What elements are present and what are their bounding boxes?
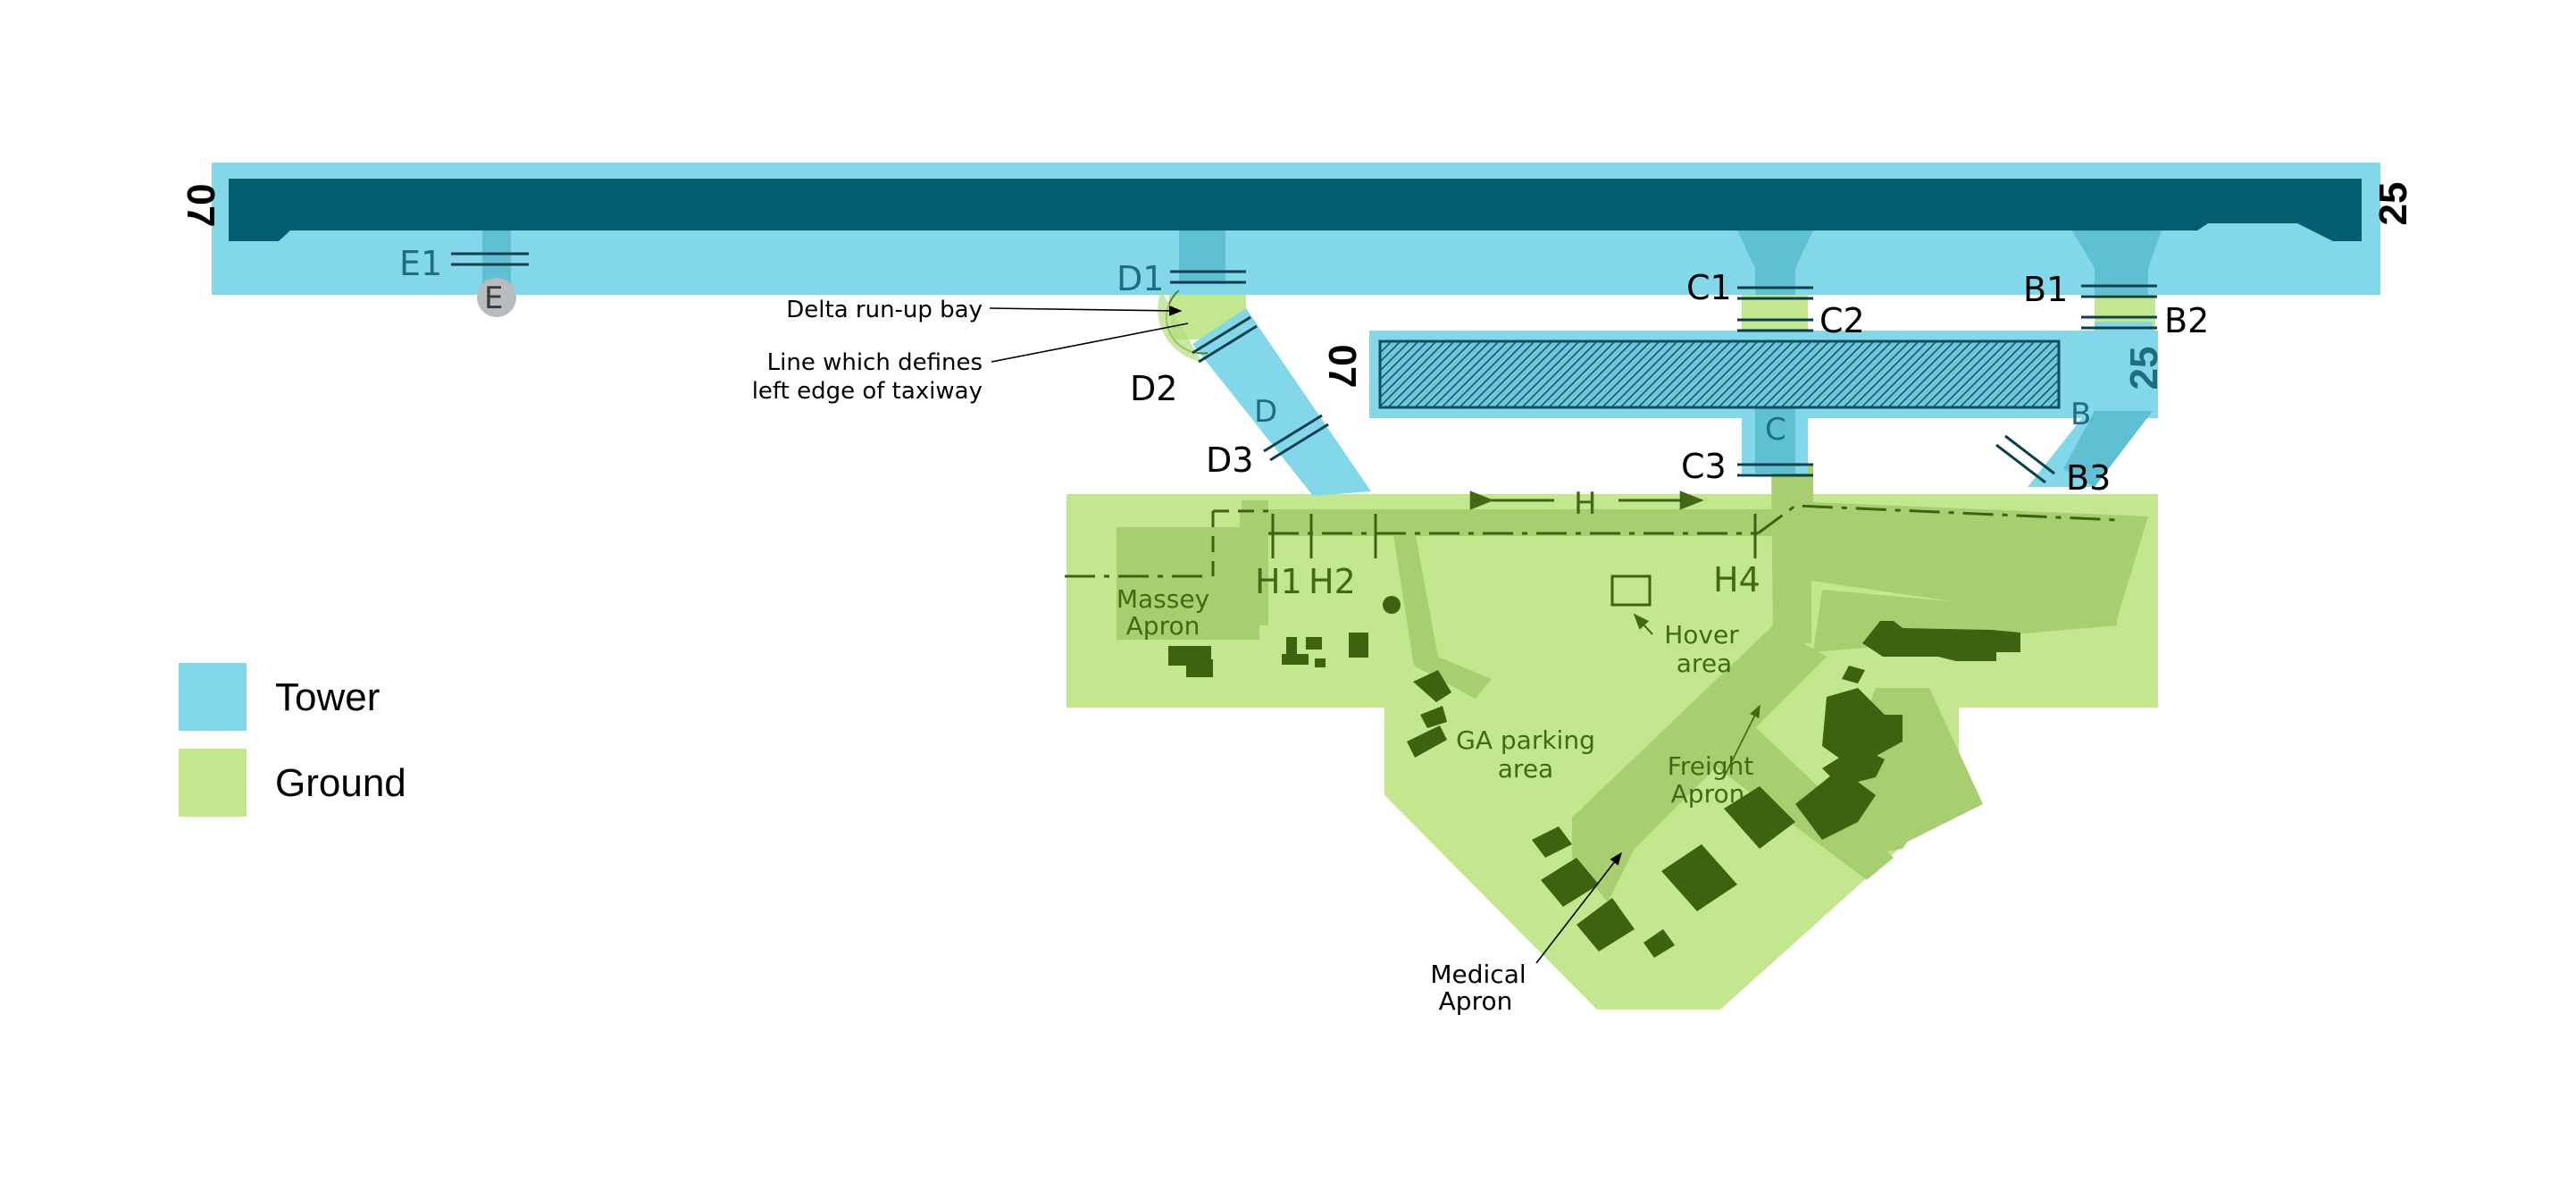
- taxiway-h-label: H: [1574, 486, 1597, 522]
- taxiway-c-label: C: [1765, 412, 1786, 448]
- freight-apron-label-2: Apron: [1671, 779, 1745, 809]
- ga-parking-label-1: GA parking: [1456, 725, 1595, 755]
- secondary-runway-25-label: 25: [2122, 347, 2166, 390]
- hp-d3-label: D3: [1206, 440, 1253, 480]
- edge-annotation-2: left edge of taxiway: [752, 378, 983, 405]
- buildings: [1168, 596, 2020, 958]
- annotation-arrows: [989, 306, 1761, 964]
- secondary-runway-07-label: 07: [1320, 345, 1364, 389]
- hover-area-label-2: area: [1677, 649, 1732, 678]
- hp-c2-label: C2: [1819, 301, 1865, 340]
- hp-e1-label: E1: [399, 244, 442, 283]
- hp-c3-label: C3: [1681, 447, 1727, 486]
- holding-bars: [451, 252, 2157, 484]
- freight-apron-label-1: Freight: [1668, 751, 1753, 781]
- hp-h4-label: H4: [1713, 560, 1761, 599]
- hp-d2-label: D2: [1130, 369, 1177, 408]
- hp-b1-label: B1: [2023, 270, 2068, 309]
- hp-h1-label: H1: [1255, 562, 1302, 601]
- hp-h2-label: H2: [1309, 562, 1356, 601]
- hp-d1-label: D1: [1117, 259, 1164, 298]
- legend-swatch-tower: [179, 663, 247, 731]
- tower-taxiways: [477, 231, 2162, 487]
- hover-area-label-1: Hover: [1664, 620, 1739, 650]
- runway-07-label: 07: [179, 184, 222, 228]
- hp-b2-label: B2: [2164, 301, 2209, 340]
- legend-label-tower: Tower: [275, 675, 381, 719]
- edge-annotation-1: Line which defines: [767, 349, 983, 376]
- runway-25-label: 25: [2371, 182, 2415, 226]
- legend-swatch-ground: [179, 749, 247, 817]
- massey-apron-label-1: Massey: [1117, 584, 1209, 614]
- taxiway-d-label: D: [1254, 394, 1277, 430]
- secondary-runway: [1378, 340, 2061, 409]
- runup-bay-annotation: Delta run-up bay: [786, 297, 983, 323]
- medical-apron-label-1: Medical: [1430, 960, 1526, 989]
- ground-lines: [1065, 490, 2118, 578]
- legend-label-ground: Ground: [275, 761, 406, 805]
- main-runway: [229, 179, 2362, 241]
- medical-apron-label-2: Apron: [1439, 986, 1513, 1016]
- taxiway-b-label: B: [2070, 397, 2091, 432]
- hp-c1-label: C1: [1686, 268, 1732, 307]
- hover-area-box: [1610, 574, 1652, 607]
- ga-parking-label-2: area: [1498, 754, 1553, 784]
- taxiway-e-label: E: [484, 281, 503, 316]
- hp-b3-label: B3: [2066, 458, 2111, 498]
- massey-apron-label-2: Apron: [1126, 611, 1200, 641]
